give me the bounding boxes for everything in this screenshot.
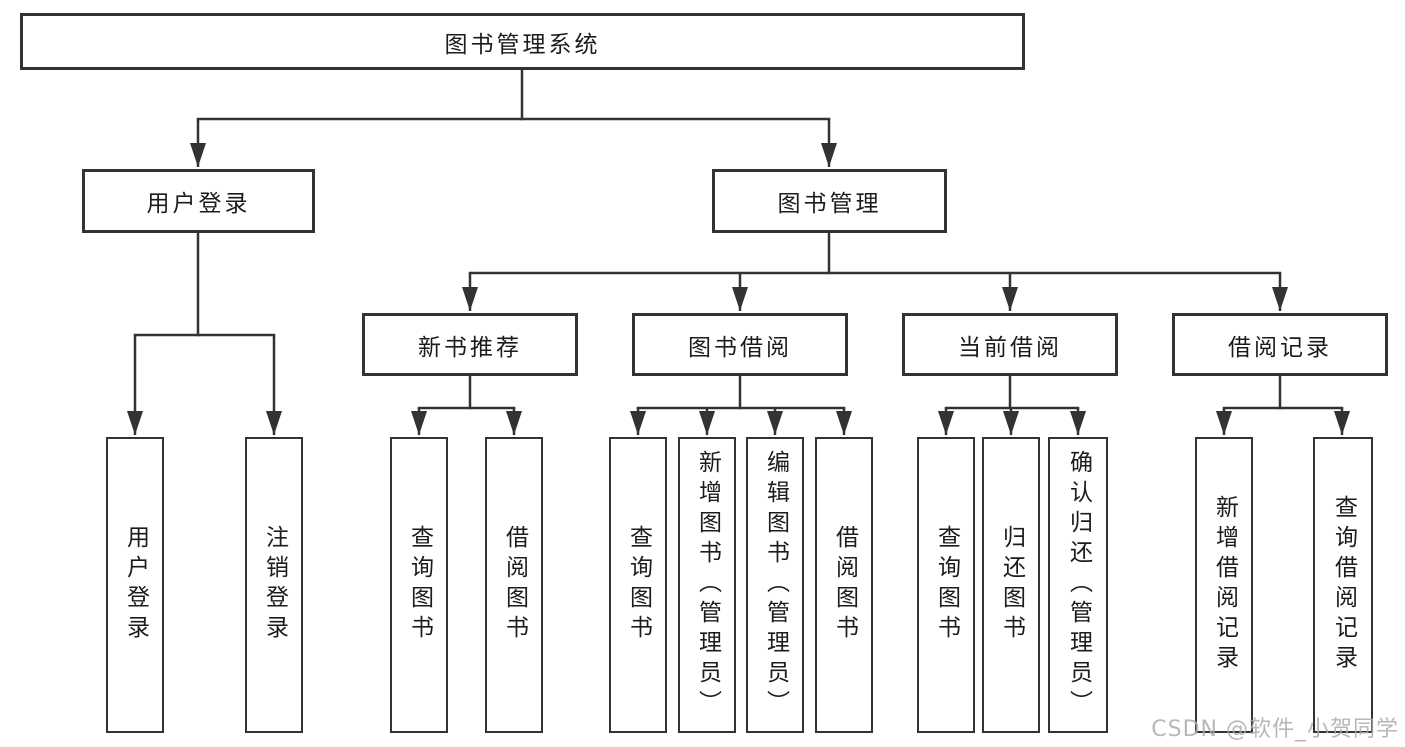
leaf-add-borrow-record: 新增借阅记录 [1195,437,1253,733]
leaf-edit-book-admin: 编辑图书（管理员） [746,437,804,733]
leaf-logout: 注销登录 [245,437,303,733]
leaf-search-books-current: 查询图书 [917,437,975,733]
leaf-borrow-books: 借阅图书 [815,437,873,733]
leaf-label: 借阅图书 [831,525,858,645]
leaf-return-books: 归还图书 [982,437,1040,733]
leaf-label: 归还图书 [998,525,1025,645]
leaf-label: 查询借阅记录 [1330,495,1357,675]
node-label: 用户登录 [146,191,251,217]
leaf-label: 查询图书 [933,525,960,645]
node-user-login: 用户登录 [82,169,315,233]
leaf-search-books-borrowing: 查询图书 [609,437,667,733]
leaf-borrow-books-recommend: 借阅图书 [485,437,543,733]
leaf-label: 确认归还（管理员） [1065,450,1092,720]
leaf-label: 新增借阅记录 [1211,495,1238,675]
tree-branch-lines [133,66,1344,410]
node-root-library-system: 图书管理系统 [20,13,1025,70]
node-book-borrowing: 图书借阅 [632,313,848,376]
tree-arrow-lines [127,119,1350,435]
node-current-borrowing: 当前借阅 [902,313,1118,376]
node-label: 新书推荐 [418,334,522,361]
node-label: 当前借阅 [958,334,1062,361]
leaf-search-borrow-record: 查询借阅记录 [1313,437,1373,733]
leaf-label: 用户登录 [122,525,149,645]
node-borrowing-records: 借阅记录 [1172,313,1388,376]
leaf-confirm-return-admin: 确认归还（管理员） [1048,437,1108,733]
node-label: 图书借阅 [688,334,792,361]
leaf-label: 查询图书 [625,525,652,645]
csdn-watermark: CSDN @软件_小贺同学 [1151,717,1399,742]
leaf-label: 注销登录 [261,525,288,645]
leaf-label: 借阅图书 [501,525,528,645]
node-book-management: 图书管理 [712,169,947,233]
node-label: 借阅记录 [1228,334,1332,361]
leaf-label: 新增图书（管理员） [694,450,721,720]
node-label: 图书管理 [777,191,882,217]
leaf-label: 查询图书 [406,525,433,645]
leaf-label: 编辑图书（管理员） [762,450,789,720]
node-new-book-recommendation: 新书推荐 [362,313,578,376]
leaf-search-books-recommend: 查询图书 [390,437,448,733]
node-label: 图书管理系统 [444,31,601,58]
leaf-add-book-admin: 新增图书（管理员） [678,437,736,733]
leaf-user-login: 用户登录 [106,437,164,733]
